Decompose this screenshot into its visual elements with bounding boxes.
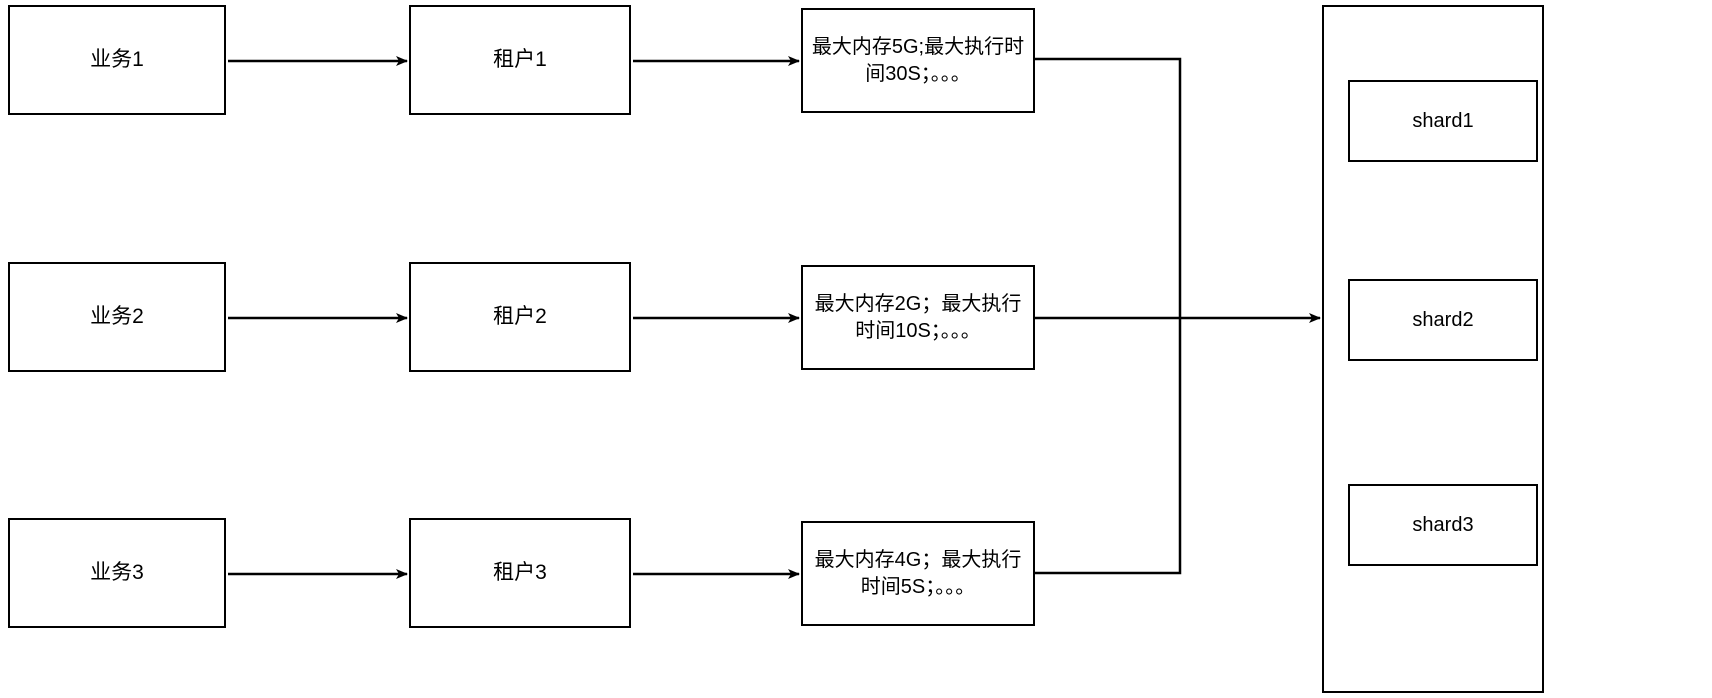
quota-node-1[interactable]: 最大内存5G;最大执行时间30S；。。。 — [801, 8, 1035, 113]
shard-node-3-label: shard3 — [1412, 513, 1474, 536]
business-node-3-label: 业务3 — [90, 561, 144, 585]
quota-node-3[interactable]: 最大内存4G；最大执行时间5S；。。。 — [801, 521, 1035, 626]
tenant-node-3[interactable]: 租户3 — [409, 518, 631, 628]
shard-node-1-label: shard1 — [1412, 109, 1474, 132]
edge-quota1-shards — [1035, 57, 1182, 318]
tenant-node-1[interactable]: 租户1 — [409, 5, 631, 115]
quota-node-1-label: 最大内存5G;最大执行时间30S；。。。 — [811, 36, 1025, 85]
tenant-node-2-label: 租户2 — [493, 305, 547, 329]
shard-node-2-label: shard2 — [1412, 308, 1474, 331]
business-node-2-label: 业务2 — [90, 305, 144, 329]
quota-node-2[interactable]: 最大内存2G；最大执行时间10S；。。。 — [801, 265, 1035, 370]
shard-node-3[interactable]: shard3 — [1348, 484, 1538, 566]
shard-node-2[interactable]: shard2 — [1348, 279, 1538, 361]
business-node-1-label: 业务1 — [90, 48, 144, 72]
business-node-2[interactable]: 业务2 — [8, 262, 226, 372]
tenant-node-1-label: 租户1 — [493, 48, 547, 72]
shard-cluster-container[interactable]: shard1 shard2 shard3 — [1322, 5, 1544, 693]
business-node-1[interactable]: 业务1 — [8, 5, 226, 115]
shard-node-1[interactable]: shard1 — [1348, 80, 1538, 162]
tenant-node-3-label: 租户3 — [493, 561, 547, 585]
quota-node-2-label: 最大内存2G；最大执行时间10S；。。。 — [814, 293, 1022, 342]
business-node-3[interactable]: 业务3 — [8, 518, 226, 628]
tenant-node-2[interactable]: 租户2 — [409, 262, 631, 372]
quota-node-3-label: 最大内存4G；最大执行时间5S；。。。 — [814, 549, 1022, 598]
edge-quota3-shards — [1035, 318, 1182, 575]
